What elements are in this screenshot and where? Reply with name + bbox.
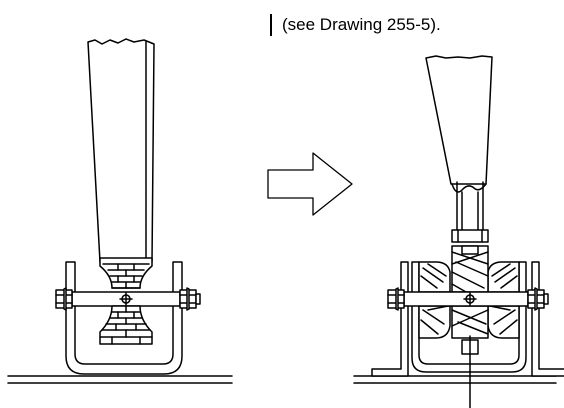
left-bolt — [55, 287, 201, 311]
right-saddle-left — [418, 261, 451, 339]
right-angle-feet — [371, 261, 564, 377]
caption: (see Drawing 255-5). — [270, 13, 441, 37]
left-spool-bottom — [99, 305, 153, 345]
right-assembly — [353, 55, 564, 408]
left-u-bracket — [65, 261, 183, 375]
left-bolt-center-icon — [119, 292, 133, 306]
right-saddle-right — [487, 261, 520, 339]
revision-bar — [270, 14, 272, 36]
caption-text: (see Drawing 255-5). — [282, 15, 441, 34]
right-post — [425, 55, 493, 193]
right-hex-nut — [451, 229, 489, 243]
right-bolt-center-icon — [463, 292, 477, 306]
right-base-plate — [353, 375, 557, 384]
left-post — [87, 38, 155, 263]
right-insulator-core — [451, 245, 489, 339]
left-base-plate — [7, 375, 233, 384]
right-arrow-outline-icon — [267, 152, 353, 216]
left-spool-top — [99, 257, 153, 289]
left-assembly — [7, 38, 233, 384]
right-center-pin — [461, 245, 479, 408]
right-threaded-rod — [456, 181, 484, 231]
